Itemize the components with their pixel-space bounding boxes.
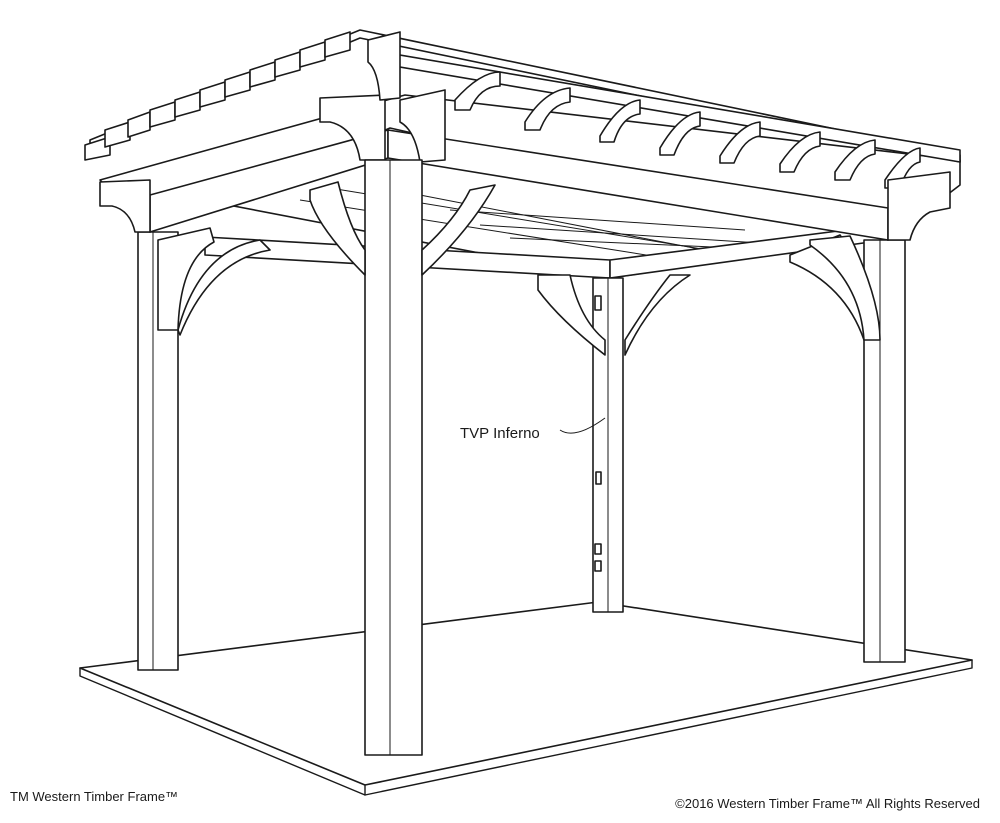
left-rear-post xyxy=(137,231,179,671)
front-post xyxy=(364,159,423,756)
footer-copyright: ©2016 Western Timber Frame™ All Rights R… xyxy=(675,796,980,811)
callout-leader xyxy=(559,417,606,434)
footer-trademark: TM Western Timber Frame™ xyxy=(10,789,179,804)
rafter-tails xyxy=(84,29,961,163)
front-brackets xyxy=(309,181,496,276)
callout-label: TVP Inferno xyxy=(460,425,540,442)
left-bracket xyxy=(157,227,271,336)
back-post xyxy=(592,277,624,613)
back-brackets xyxy=(537,274,691,356)
right-bracket xyxy=(789,234,881,341)
floor-slab xyxy=(79,601,973,796)
beam-end-cuts xyxy=(99,31,951,241)
